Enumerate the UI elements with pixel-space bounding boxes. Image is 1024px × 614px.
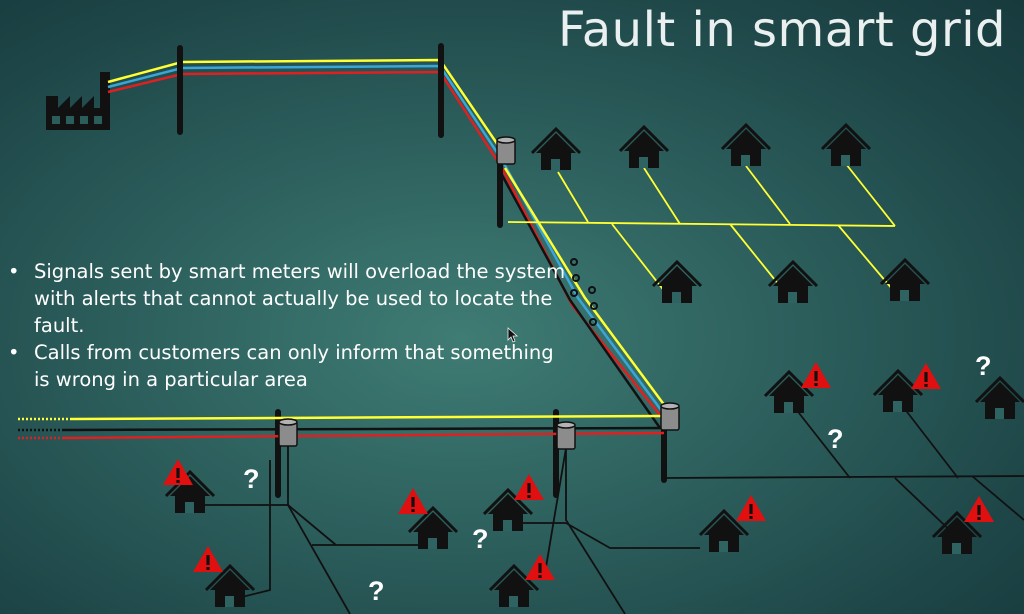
upper-distribution-lines <box>507 163 896 293</box>
bullet-list: Signals sent by smart meters will overlo… <box>8 258 568 393</box>
bullet-item: Calls from customers can only inform tha… <box>8 339 568 393</box>
question-mark: ? <box>827 424 844 454</box>
bullet-item: Signals sent by smart meters will overlo… <box>8 258 568 339</box>
slide-title: Fault in smart grid <box>558 2 1006 58</box>
transmission-line <box>107 58 670 429</box>
question-mark: ? <box>975 351 992 381</box>
fault-markers <box>570 258 598 326</box>
question-marks: ? ? ? ? ? <box>243 351 992 606</box>
question-mark: ? <box>368 576 385 606</box>
lower-distribution-lines <box>200 407 1024 614</box>
question-mark: ? <box>243 464 260 494</box>
question-mark: ? <box>472 524 489 554</box>
factory-icon <box>46 72 110 130</box>
